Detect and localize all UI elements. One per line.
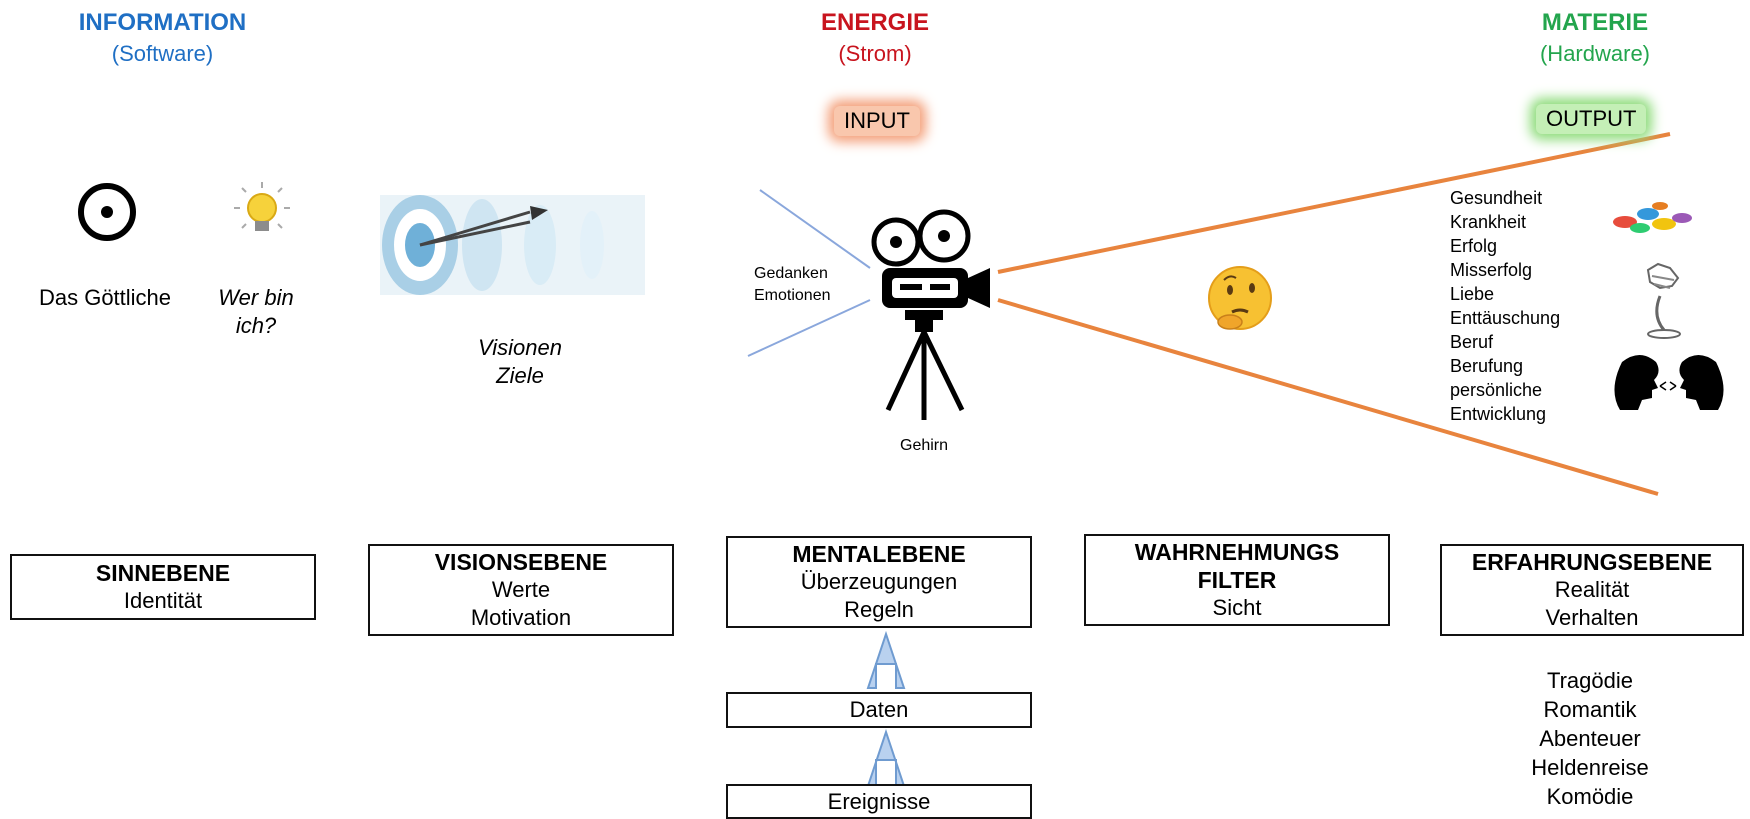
visionsebene-title: VISIONSEBENE xyxy=(434,549,608,575)
list-item: Romantik xyxy=(1543,697,1637,722)
list-item: Beruf xyxy=(1450,332,1494,352)
list-item: Tragödie xyxy=(1546,668,1633,693)
energie-subtitle: (Strom) xyxy=(838,41,912,66)
list-item: Entwicklung xyxy=(1450,404,1547,424)
input-line-bottom xyxy=(747,299,871,357)
sinnebene-title: SINNEBENE xyxy=(95,560,231,586)
input-line-top xyxy=(759,189,871,269)
daten-box: Daten xyxy=(726,692,1032,728)
list-item: Berufung xyxy=(1450,356,1524,376)
output-badge: OUTPUT xyxy=(1536,104,1647,134)
wahrnehmungsfilter-title-2: FILTER xyxy=(1197,567,1277,593)
ereignisse-box: Ereignisse xyxy=(726,784,1032,819)
information-title: INFORMATION xyxy=(78,9,247,36)
mentalebene-box: MENTALEBENE Überzeugungen Regeln xyxy=(726,536,1032,628)
visionsebene-box: VISIONSEBENE Werte Motivation xyxy=(368,544,674,636)
projection-line-top xyxy=(997,132,1671,274)
outcomes-list: Gesundheit Krankheit Erfolg Misserfolg L… xyxy=(1450,186,1560,426)
wer-bin-ich-label: Wer bin ich? xyxy=(218,285,294,338)
gehirn-label: Gehirn xyxy=(900,437,949,454)
materie-subtitle: (Hardware) xyxy=(1539,41,1651,66)
materie-title: MATERIE xyxy=(1541,9,1649,36)
list-item: Enttäuschung xyxy=(1450,308,1561,328)
list-item: Liebe xyxy=(1450,284,1495,304)
mentalebene-title: MENTALEBENE xyxy=(792,541,966,567)
up-arrow-icon xyxy=(866,728,906,787)
list-item: Heldenreise xyxy=(1531,755,1649,780)
list-item: Gesundheit xyxy=(1450,188,1543,208)
wahrnehmungsfilter-line: Sicht xyxy=(1212,595,1262,620)
list-item: Misserfolg xyxy=(1450,260,1533,280)
mentalebene-line: Regeln xyxy=(844,597,914,622)
list-item: Komödie xyxy=(1546,784,1634,809)
wahrnehmungsfilter-title-1: WAHRNEHMUNGS xyxy=(1134,539,1340,565)
list-item: persönliche xyxy=(1450,380,1543,400)
input-badge: INPUT xyxy=(834,106,920,136)
wahrnehmungsfilter-box: WAHRNEHMUNGS FILTER Sicht xyxy=(1084,534,1390,626)
ereignisse-label: Ereignisse xyxy=(827,788,931,814)
list-item: Erfolg xyxy=(1450,236,1498,256)
story-types-list: Tragödie Romantik Abenteuer Heldenreise … xyxy=(1490,666,1690,811)
gedanken-label: Gedanken xyxy=(754,265,828,282)
up-arrow-icon xyxy=(866,630,906,689)
das-goettliche-label: Das Göttliche xyxy=(38,285,172,310)
emotionen-label: Emotionen xyxy=(754,287,831,304)
visionsebene-line: Werte xyxy=(491,577,551,602)
erfahrungsebene-title: ERFAHRUNGSEBENE xyxy=(1471,549,1713,575)
projection-line-bottom xyxy=(997,298,1659,496)
list-item: Krankheit xyxy=(1450,212,1527,232)
daten-label: Daten xyxy=(849,697,909,722)
sinnebene-box: SINNEBENE Identität xyxy=(10,554,316,620)
visionsebene-line: Motivation xyxy=(470,605,572,630)
sinnebene-line: Identität xyxy=(123,588,203,613)
list-item: Abenteuer xyxy=(1539,726,1641,751)
erfahrungsebene-line: Verhalten xyxy=(1545,605,1639,630)
energie-title: ENERGIE xyxy=(820,9,930,36)
information-subtitle: (Software) xyxy=(111,41,214,66)
erfahrungsebene-line: Realität xyxy=(1554,577,1630,602)
mentalebene-line: Überzeugungen xyxy=(800,569,958,594)
erfahrungsebene-box: ERFAHRUNGSEBENE Realität Verhalten xyxy=(1440,544,1744,636)
visionen-label: Visionen Ziele xyxy=(478,335,562,388)
